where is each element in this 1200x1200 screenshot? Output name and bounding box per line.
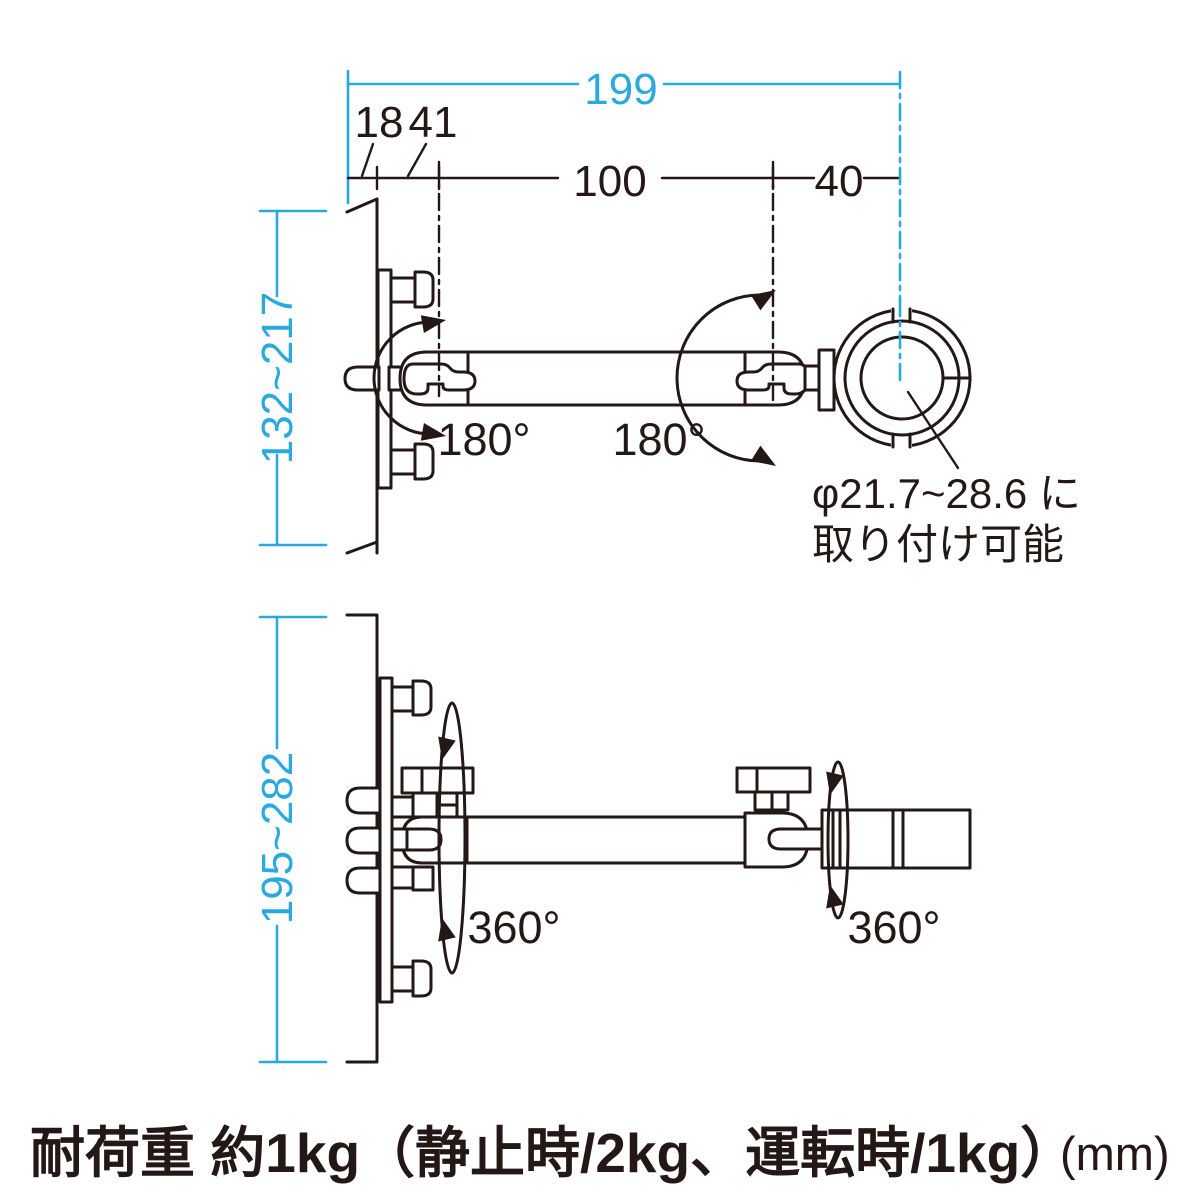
clamp-bolt-shaft-bottom (390, 965, 415, 993)
pole-diameter-note: φ21.7~28.6 に 取り付け可能 (812, 390, 1081, 568)
ring-slits (891, 307, 912, 449)
side-view: 195~282 (253, 613, 972, 1064)
arc (372, 320, 432, 436)
pole-clamp-ring (832, 303, 972, 453)
arm-body (398, 350, 807, 407)
leader-lines-18-41 (360, 142, 428, 178)
end-rotation-label: 360° (847, 902, 940, 953)
slit-erase-bottom (891, 443, 912, 453)
dimension-height-range-side: 195~282 (253, 615, 328, 1064)
dim-41-label: 41 (409, 98, 458, 147)
ring-bore (859, 335, 945, 421)
unit-label: (mm) (1060, 1127, 1170, 1180)
wall-bracket-side (345, 613, 459, 1064)
top-view: 199 132~217 18 41 100 40 (253, 65, 1081, 568)
clamp-bolt-cap-bottom (413, 442, 435, 481)
dim-40-label: 40 (815, 157, 864, 206)
wall-peg (343, 365, 381, 392)
rotation-path (437, 701, 467, 975)
arrowhead-down-icon (750, 445, 776, 466)
wall-peg-3 (345, 866, 382, 895)
base-pivot (390, 766, 475, 865)
rotation-path (826, 760, 850, 920)
arrowhead-down-icon (420, 422, 446, 441)
base-rotation-label: 360° (467, 902, 560, 953)
cylinder-segment-lines (831, 808, 905, 870)
arrowhead-down-icon (438, 736, 456, 760)
joint2-rotation-label: 180° (612, 414, 705, 465)
hinge-block-bottom (411, 865, 435, 892)
ring-mount-plate (817, 348, 836, 412)
connecting-pin (767, 827, 824, 851)
dimension-ticks (258, 209, 328, 547)
rotation-ellipse-end: 360° (826, 760, 941, 953)
clamp-bolt-shaft-top (389, 276, 417, 304)
load-capacity-note: 耐荷重 約1kg（静止時/2kg、運転時/1kg） (30, 1122, 1075, 1184)
dimension-total-width: 199 (346, 65, 902, 382)
clamp-lever-bar (400, 766, 475, 795)
rotation-arc-joint2: 180° (612, 290, 776, 466)
slit-erase-top (891, 303, 912, 313)
leader-line (906, 390, 960, 470)
wall-bracket-top (343, 197, 435, 555)
clamp-lever-bar (735, 766, 812, 794)
pole-cylinder (820, 808, 972, 870)
arrowhead-up-icon (438, 918, 456, 942)
clamp-bolt-shaft-bottom (389, 448, 417, 476)
dimension-sub-widths: 18 41 100 40 (346, 98, 900, 206)
clamp-note-line2: 取り付け可能 (812, 521, 1064, 568)
joint1-rotation-label: 180° (437, 414, 530, 465)
spacer-block-top (390, 795, 415, 819)
wall-peg-1 (345, 786, 382, 815)
clamp-bolt-cap-bottom (411, 959, 433, 998)
arrowhead-up-icon (750, 290, 776, 311)
pivot-shaft (390, 827, 443, 852)
arrowhead-up-icon (420, 315, 446, 334)
mount-plate (378, 676, 394, 1004)
wall-peg-2 (345, 826, 382, 855)
dim-total-label: 199 (584, 65, 657, 114)
dim-height-range-label: 195~282 (253, 752, 302, 925)
clamp-bolt-cap-top (413, 270, 435, 309)
spacer-block-bottom (390, 865, 415, 890)
dim-100-label: 100 (573, 157, 646, 206)
wall-break-marks (345, 197, 379, 555)
dimension-ticks (258, 615, 328, 1064)
dim-18-label: 18 (355, 98, 404, 147)
rotation-arc-joint1: 180° (372, 315, 531, 465)
dimension-height-range-top: 132~217 (253, 209, 328, 547)
end-joint (735, 766, 972, 870)
dim-height-range-label: 132~217 (253, 292, 302, 465)
arrowhead-down-icon (826, 771, 844, 795)
clamp-bolt-shaft-top (390, 685, 415, 713)
clamp-bolt-cap-top (411, 679, 433, 717)
arc (675, 293, 762, 463)
footer: 耐荷重 約1kg（静止時/2kg、運転時/1kg） (mm) (30, 1122, 1170, 1184)
clamp-note-line1: φ21.7~28.6 に (812, 470, 1081, 517)
arm-bar-side (465, 815, 747, 865)
rotation-ellipse-base: 360° (437, 701, 561, 975)
arm-top (398, 348, 836, 412)
arrowhead-up-icon (826, 885, 844, 909)
